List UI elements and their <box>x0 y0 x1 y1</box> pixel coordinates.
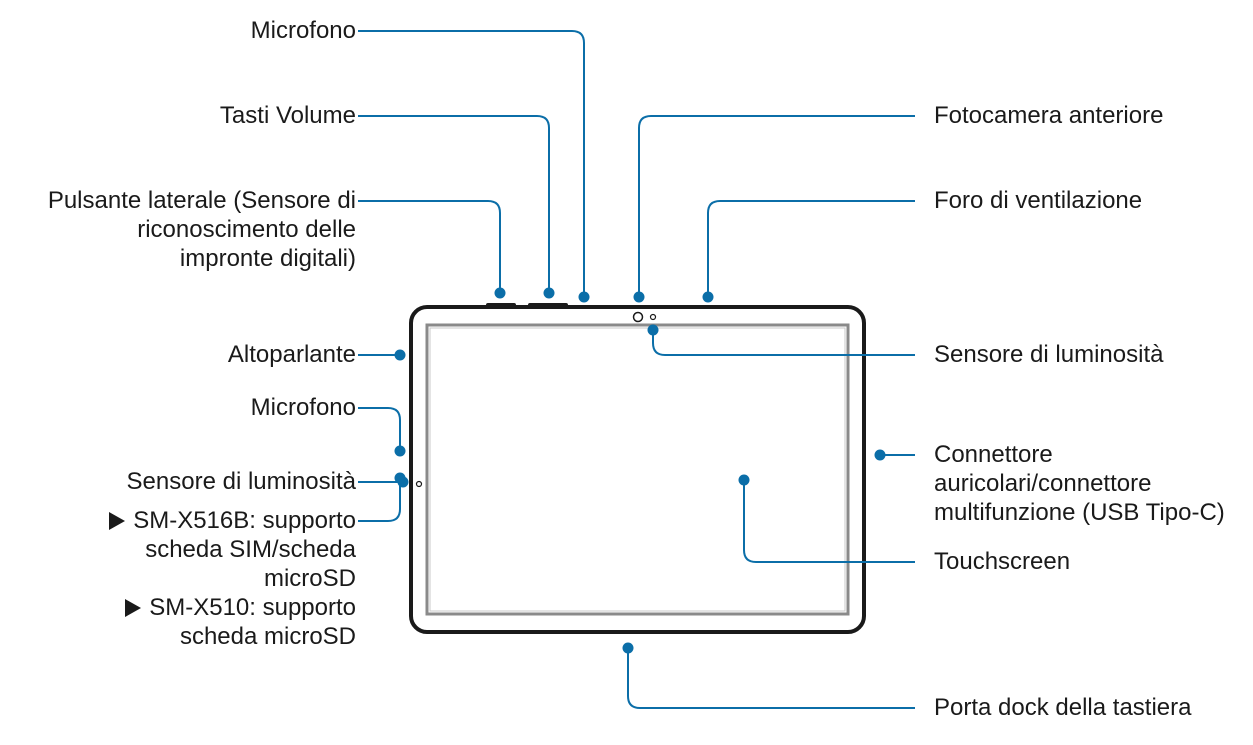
dot-pulsante <box>494 287 506 299</box>
dot-connettore <box>874 449 886 461</box>
tablet-screen <box>425 323 850 616</box>
triangle-bullet-icon <box>125 599 142 617</box>
leader-sensore-right <box>652 330 915 356</box>
leader-touchscreen <box>743 480 915 563</box>
front-camera-lens <box>632 311 644 323</box>
leader-porta-dock <box>627 648 915 709</box>
dot-fotocamera <box>633 291 645 303</box>
dot-sim-tray <box>394 472 406 484</box>
label-porta-dock: Porta dock della tastiera <box>934 694 1192 721</box>
label-microfono-top: Microfono <box>250 17 356 44</box>
label-foro-ventilazione: Foro di ventilazione <box>934 187 1143 214</box>
leader-microfono-side <box>358 407 401 451</box>
dot-microfono-top <box>578 291 590 303</box>
triangle-bullet-icon <box>109 512 126 530</box>
leader-microfono-top <box>358 30 585 297</box>
side-button <box>486 303 516 308</box>
light-sensor-dot <box>649 313 657 321</box>
leader-foro <box>707 200 915 297</box>
dot-porta-dock <box>622 642 634 654</box>
label-pulsante-laterale: Pulsante laterale (Sensore di riconoscim… <box>47 187 356 272</box>
label-tasti-volume: Tasti Volume <box>219 102 356 129</box>
leader-sim-tray <box>358 478 401 522</box>
label-altoparlante: Altoparlante <box>227 341 356 368</box>
label-fotocamera-anteriore: Fotocamera anteriore <box>934 102 1164 129</box>
label-sensore-luminosita-left: Sensore di luminosità <box>126 468 356 495</box>
dot-touchscreen <box>738 474 750 486</box>
dot-foro <box>702 291 714 303</box>
dot-microfono-side <box>394 445 406 457</box>
leader-tasti-volume <box>358 115 550 293</box>
label-touchscreen: Touchscreen <box>934 548 1071 575</box>
label-sensore-luminosita-right: Sensore di luminosità <box>934 341 1164 368</box>
leader-pulsante <box>358 200 501 293</box>
side-light-sensor-dot <box>415 480 423 488</box>
label-connettore: Connettore auricolari/connettore multifu… <box>934 441 1225 526</box>
dot-tasti-volume <box>543 287 555 299</box>
dot-sensore-right <box>647 324 659 336</box>
dot-altoparlante <box>394 349 406 361</box>
leader-fotocamera <box>638 115 915 297</box>
label-microfono-side: Microfono <box>250 394 356 421</box>
volume-keys <box>528 303 568 308</box>
label-sim-tray: SM-X516B: supporto scheda SIM/scheda mic… <box>109 506 356 651</box>
